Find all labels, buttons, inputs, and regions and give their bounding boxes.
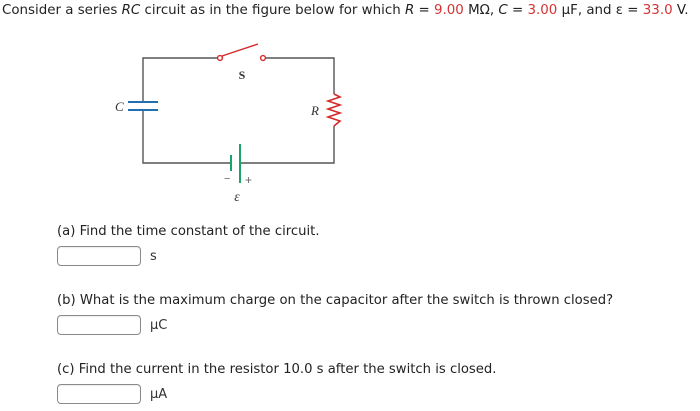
question-c: (c) Find the current in the resistor 10.… [57,362,497,377]
capacitor-label: C [115,99,124,114]
battery-icon [230,144,241,183]
question-a: (a) Find the time constant of the circui… [57,224,320,239]
circuit-type: RC [121,3,141,18]
battery-plus-label: + [245,173,252,187]
intro-text: Consider a series [2,3,122,18]
switch-icon [216,43,267,62]
unit-c: μA [150,386,168,402]
circuit-wires [142,57,335,164]
battery-minus-label: − [224,173,230,185]
answer-input-c[interactable] [57,384,141,404]
problem-statement: Consider a series RC circuit as in the f… [2,3,689,18]
separator: , [489,3,499,18]
answer-row-c: μA [57,384,167,404]
answer-input-a[interactable] [57,246,141,266]
equals-sign: = [414,3,434,18]
equals-sign: = [623,3,643,18]
capacitance-value: 3.00 [527,3,558,18]
answer-row-a: s [57,246,157,266]
equals-sign: = [507,3,528,18]
circuit-figure: S C R − + ε [100,30,360,210]
emf-label: ε [234,190,240,205]
separator: , and [577,3,616,18]
emf-value: 33.0 [642,3,673,18]
resistor-icon [325,93,343,127]
emf-unit: V. [676,3,689,18]
emf-symbol: ε [615,3,624,18]
switch-label: S [239,68,246,82]
capacitor-icon [128,101,158,111]
answer-input-b[interactable] [57,315,141,335]
capacitance-symbol: C [498,3,508,18]
answer-row-b: μC [57,315,167,335]
question-b: (b) What is the maximum charge on the ca… [57,293,614,308]
resistance-value: 9.00 [434,3,464,18]
intro-text-middle: circuit as in the figure below for which [140,3,405,18]
resistance-unit: MΩ [468,3,490,18]
unit-a: s [150,248,157,264]
unit-b: μC [150,317,168,333]
resistor-label: R [310,103,319,118]
capacitance-unit: μF [561,3,578,18]
resistance-symbol: R [404,3,415,18]
